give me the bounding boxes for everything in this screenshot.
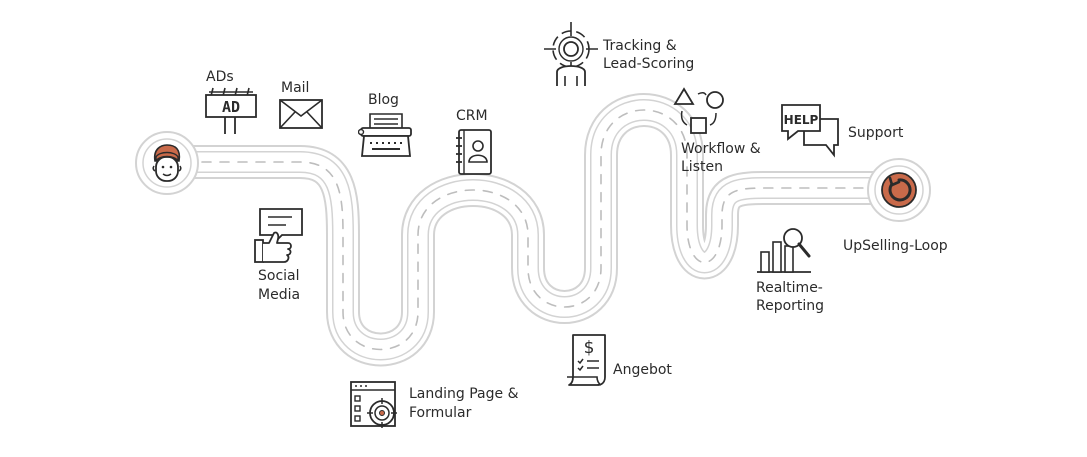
stage-workflow-label-1: Workflow &: [681, 141, 761, 157]
stage-social-label-1: Social: [258, 268, 300, 284]
stage-workflow-label-2: Listen: [681, 159, 723, 175]
stage-support-label: Support: [848, 125, 904, 141]
landing-page-target-icon: [349, 380, 401, 430]
stage-blog-label: Blog: [368, 92, 399, 108]
stage-tracking-label-2: Lead-Scoring: [603, 56, 695, 72]
billboard-text: AD: [222, 98, 240, 116]
customer-avatar-icon: [147, 143, 187, 185]
target-person-icon: [542, 20, 600, 88]
stage-angebot-label: Angebot: [613, 362, 672, 378]
stage-ads-label: ADs: [206, 69, 234, 85]
stage-mail-label: Mail: [281, 80, 310, 96]
typewriter-icon: [358, 112, 414, 160]
stage-reporting-label-2: Reporting: [756, 298, 825, 314]
help-bubble-text: HELP: [784, 113, 819, 127]
thumbs-up-chat-icon: [252, 207, 306, 265]
bar-chart-magnifier-icon: [755, 226, 813, 274]
invoice-dollar-icon: $: [565, 333, 609, 387]
stage-reporting-label-1: Realtime-: [756, 280, 823, 296]
help-bubbles-icon: HELP: [780, 103, 842, 159]
billboard-icon: AD: [203, 86, 259, 136]
mail-icon: [278, 98, 324, 130]
address-book-icon: [454, 128, 494, 176]
loop-arrow-icon: [879, 170, 919, 210]
stage-landing-label-1: Landing Page &: [409, 386, 519, 402]
stage-crm-label: CRM: [456, 108, 488, 124]
svg-text:$: $: [584, 338, 595, 358]
stage-landing-label-2: Formular: [409, 405, 472, 421]
stage-upselling-label: UpSelling-Loop: [843, 238, 948, 254]
workflow-shapes-icon: [672, 87, 726, 137]
stage-social-label-2: Media: [258, 287, 301, 303]
stage-tracking-label-1: Tracking &: [603, 38, 677, 54]
